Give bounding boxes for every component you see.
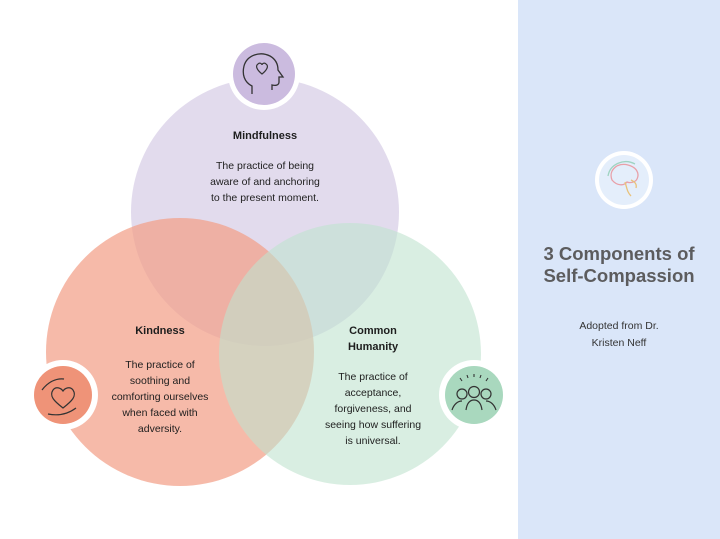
head-heart-icon	[228, 38, 300, 110]
kindness-desc-line: soothing and	[129, 375, 191, 387]
kindness-desc-line: The practice of	[125, 359, 195, 371]
common-humanity-circle	[219, 223, 481, 485]
panel-title-line: 3 Components of	[543, 243, 695, 264]
panel-subtitle: Adopted from Dr. Kristen Neff	[518, 318, 720, 352]
mindfulness-label: Mindfulness The practice of being aware …	[185, 128, 345, 206]
kindness-title: Kindness	[135, 325, 185, 337]
panel-subtitle-line: Adopted from Dr.	[579, 320, 659, 332]
common-humanity-title-line: Common	[349, 325, 397, 337]
common-humanity-label: Common Humanity The practice of acceptan…	[308, 323, 438, 449]
brain-icon	[595, 151, 653, 209]
common-humanity-title-line: Humanity	[347, 341, 399, 353]
mindfulness-desc-line: to the present moment.	[211, 192, 319, 204]
mindfulness-desc-line: aware of and anchoring	[210, 176, 320, 188]
people-group-icon	[439, 360, 509, 430]
kindness-desc-line: adversity.	[137, 423, 183, 435]
common-humanity-title: Common Humanity	[308, 323, 438, 355]
hands-heart-icon	[28, 360, 98, 430]
kindness-desc-line: when faced with	[122, 407, 198, 419]
kindness-desc-line: comforting ourselves	[111, 391, 209, 403]
venn-diagram	[28, 38, 509, 486]
mindfulness-desc-line: The practice of being	[215, 160, 315, 172]
common-humanity-desc-line: is universal.	[345, 435, 401, 447]
common-humanity-desc-line: seeing how suffering	[324, 419, 422, 431]
common-humanity-desc-line: The practice of	[338, 371, 408, 383]
kindness-label: Kindness The practice of soothing and co…	[95, 323, 225, 437]
panel-subtitle-line: Kristen Neff	[591, 337, 647, 349]
common-humanity-desc-line: forgiveness, and	[334, 403, 412, 415]
mindfulness-title: Mindfulness	[232, 130, 298, 142]
panel-title: 3 Components of Self-Compassion	[518, 243, 720, 287]
title-panel: 3 Components of Self-Compassion Adopted …	[518, 0, 720, 539]
panel-title-line: Self-Compassion	[543, 265, 695, 286]
common-humanity-desc-line: acceptance,	[344, 387, 402, 399]
